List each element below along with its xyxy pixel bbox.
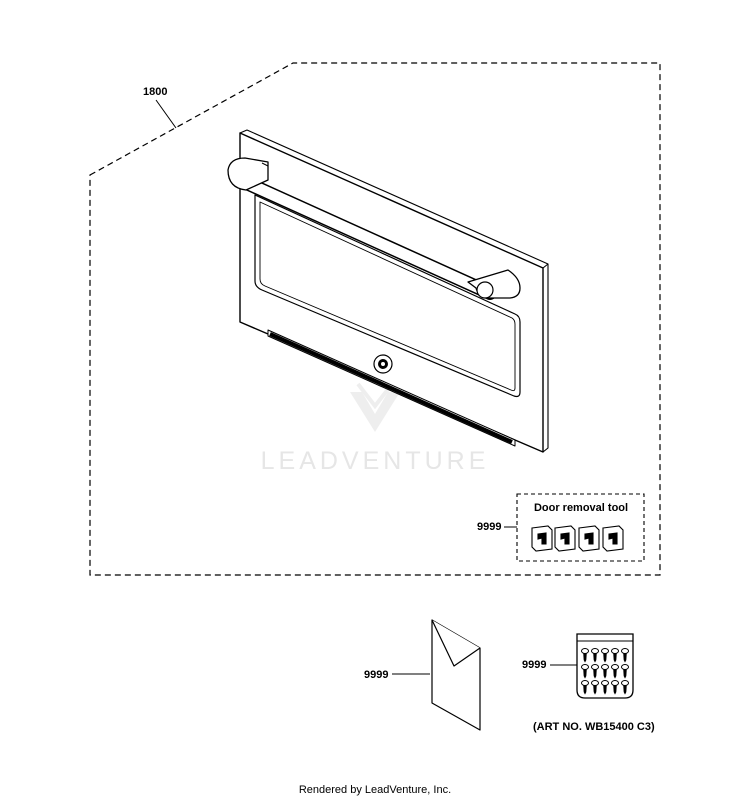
door-removal-tool-part-label[interactable]: 9999	[477, 521, 501, 533]
screw-icon	[601, 648, 609, 663]
screw-icon	[611, 680, 619, 695]
screw-icon	[591, 648, 599, 663]
screw-icon	[581, 664, 589, 679]
screw-icon	[601, 664, 609, 679]
screw-kit-art-number: (ART NO. WB15400 C3)	[533, 721, 655, 733]
tool-clip-icon	[554, 525, 576, 552]
screw-icon	[621, 664, 629, 679]
screw-icon	[581, 648, 589, 663]
door-removal-tool-box	[516, 493, 645, 562]
tool-clip-icon	[531, 525, 553, 552]
door-removal-tool-clips[interactable]	[531, 525, 624, 552]
assembly-part-label[interactable]: 1800	[143, 86, 167, 98]
assembly-boundary	[89, 62, 661, 576]
screw-icon	[611, 648, 619, 663]
literature-envelope-icon[interactable]	[431, 619, 481, 731]
screw-icon	[581, 680, 589, 695]
tool-clip-icon	[602, 525, 624, 552]
screw-group	[581, 648, 629, 695]
leadventure-logo-icon	[350, 382, 400, 432]
door-removal-tool-title: Door removal tool	[534, 502, 628, 514]
screw-icon	[611, 664, 619, 679]
screw-icon	[601, 680, 609, 695]
screw-kit-bag-icon[interactable]	[576, 633, 634, 699]
screw-icon	[621, 680, 629, 695]
footer-text: Rendered by LeadVenture, Inc.	[299, 784, 451, 796]
screw-icon	[591, 680, 599, 695]
literature-part-label[interactable]: 9999	[364, 669, 388, 681]
assembly-leader-line	[155, 99, 177, 129]
screw-icon	[621, 648, 629, 663]
screw-icon	[591, 664, 599, 679]
screw-kit-part-label[interactable]: 9999	[522, 659, 546, 671]
oven-door[interactable]	[227, 129, 549, 453]
watermark-text: LEADVENTURE	[261, 447, 490, 475]
tool-clip-icon	[578, 525, 600, 552]
